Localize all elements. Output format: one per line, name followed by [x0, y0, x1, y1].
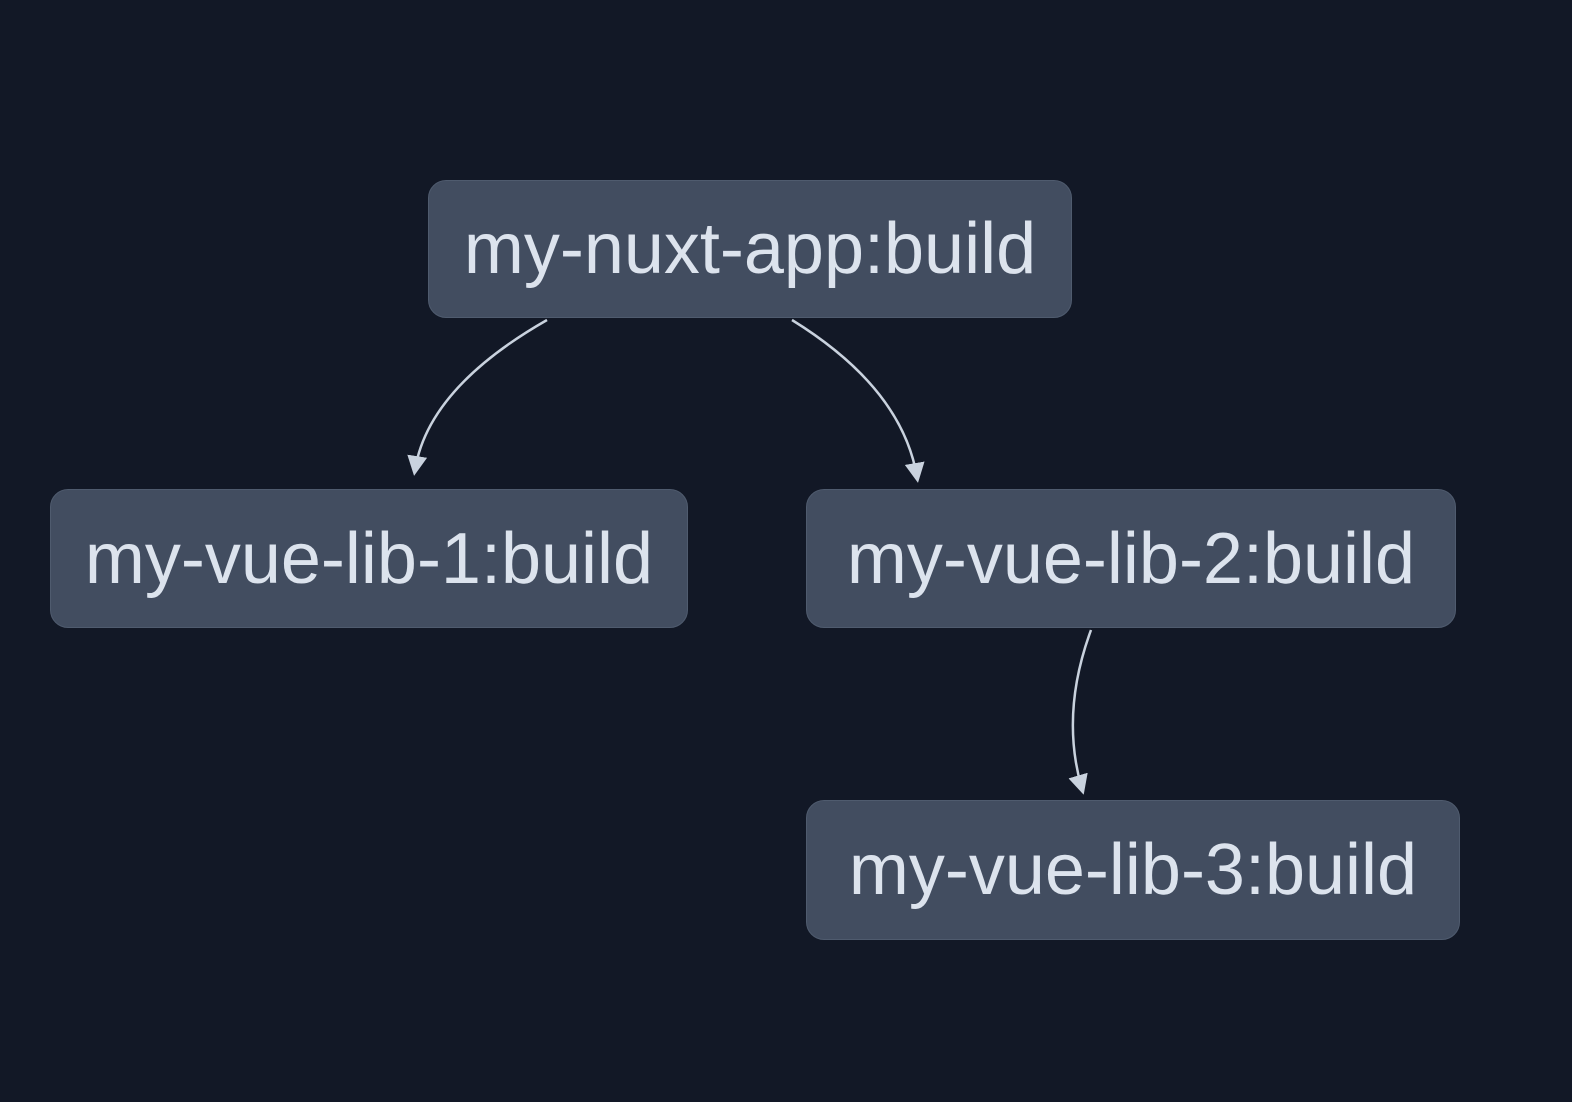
task-node-label: my-vue-lib-1:build: [84, 518, 654, 599]
task-node-my-vue-lib-1-build[interactable]: my-vue-lib-1:build: [50, 489, 688, 628]
task-node-label: my-nuxt-app:build: [463, 209, 1037, 289]
task-node-my-vue-lib-3-build[interactable]: my-vue-lib-3:build: [806, 800, 1460, 940]
task-node-label: my-vue-lib-2:build: [846, 518, 1416, 599]
task-node-label: my-vue-lib-3:build: [848, 830, 1418, 910]
task-node-my-vue-lib-2-build[interactable]: my-vue-lib-2:build: [806, 489, 1456, 628]
task-node-my-nuxt-app-build[interactable]: my-nuxt-app:build: [428, 180, 1072, 318]
